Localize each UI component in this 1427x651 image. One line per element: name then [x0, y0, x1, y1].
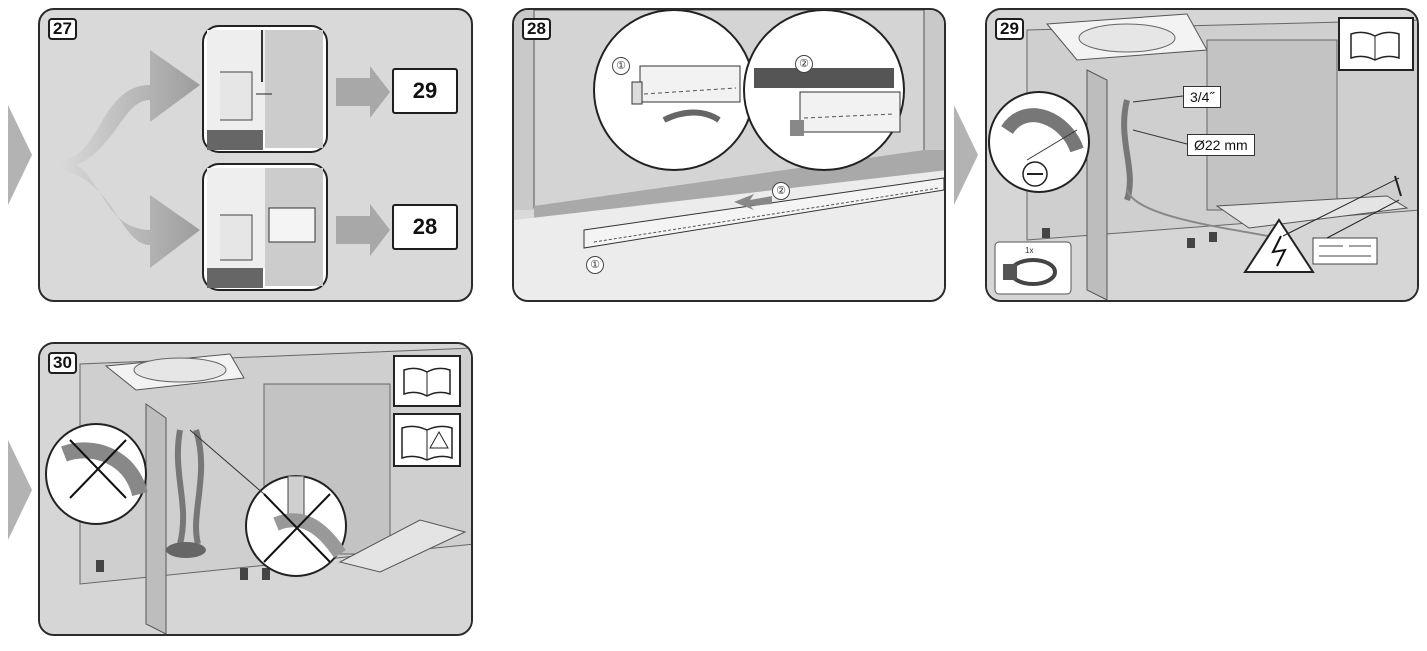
step-number: 27 — [48, 18, 77, 40]
step-number: 29 — [995, 18, 1024, 40]
side-arrow-icon — [8, 440, 32, 540]
side-arrow-icon — [8, 105, 32, 205]
electric-hazard-icon — [1243, 218, 1315, 273]
go-to-step-28-box: 28 — [392, 204, 458, 250]
marker-2: ② — [795, 55, 813, 73]
side-arrow-icon — [954, 105, 978, 205]
rail-marker-2: ② — [772, 182, 790, 200]
step-28-illustration — [514, 10, 944, 300]
step-29-illustration — [987, 10, 1417, 300]
step-27-panel: 27 29 28 — [38, 8, 473, 302]
clamp-quantity: 1x — [1025, 246, 1034, 255]
go-to-step-29-box: 29 — [392, 68, 458, 114]
step-number: 28 — [522, 18, 551, 40]
rail-marker-1: ① — [586, 256, 604, 274]
step-27-illustration — [60, 25, 390, 291]
step-30-illustration — [40, 344, 471, 634]
thread-size-callout: 3/4˝ — [1183, 86, 1222, 108]
step-number: 30 — [48, 352, 77, 374]
step-29-panel: 29 — [985, 8, 1419, 302]
marker-1: ① — [612, 57, 630, 75]
step-30-panel: 30 — [38, 342, 473, 636]
hose-diameter-callout: Ø22 mm — [1187, 134, 1255, 156]
step-28-panel: 28 ① ② ① ② — [512, 8, 946, 302]
